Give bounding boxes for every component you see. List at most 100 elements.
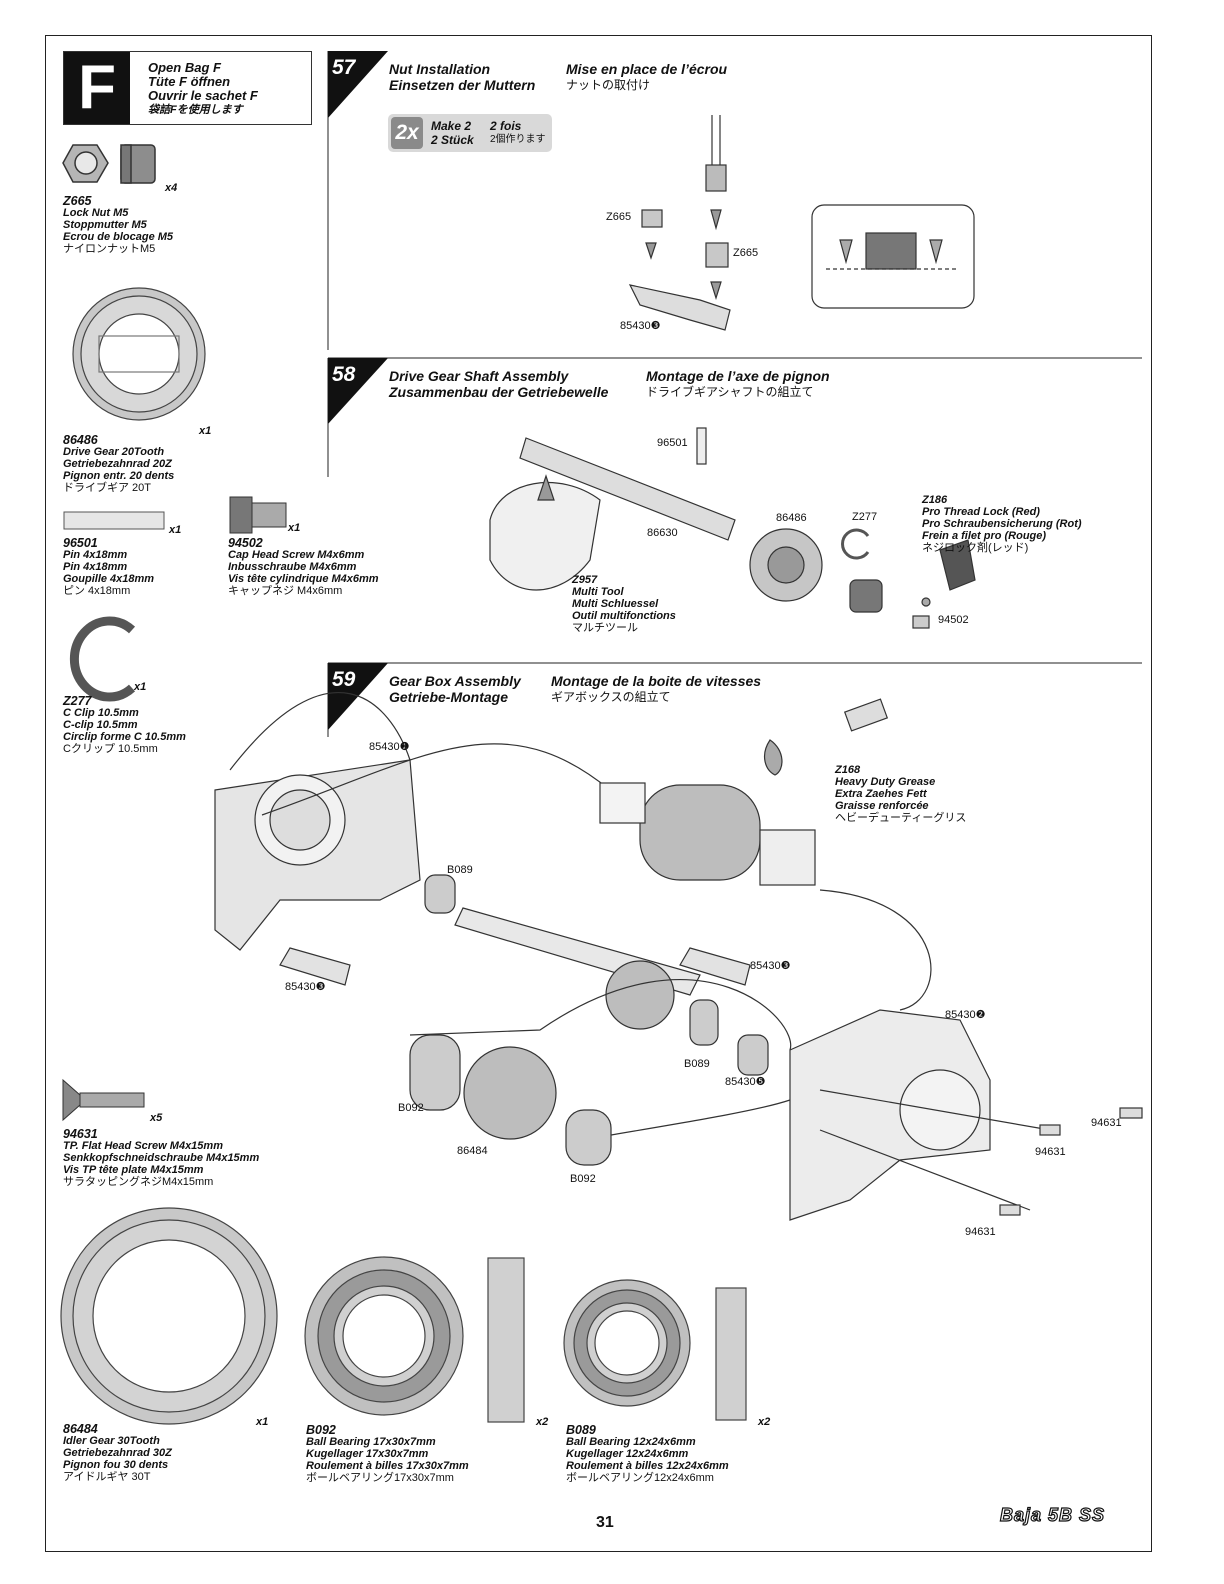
part-name-fr: Goupille 4x18mm xyxy=(63,573,155,585)
step-title-en: Gear Box Assembly xyxy=(389,673,521,689)
step-58-tab xyxy=(328,358,388,424)
callout-b092: B092 xyxy=(398,1102,424,1114)
grease-name-fr: Graisse renforcée xyxy=(835,800,929,812)
callout-94631: 94631 xyxy=(1091,1117,1122,1129)
part-qty: x1 xyxy=(256,1416,269,1428)
part-name-de: Inbusschraube M4x6mm xyxy=(228,561,357,573)
part-code: 96501 xyxy=(63,536,98,550)
lock-name-fr: Frein a filet pro (Rouge) xyxy=(922,530,1047,542)
thread-lock-z186: Z186 Pro Thread Lock (Red) Pro Schrauben… xyxy=(922,494,1082,554)
part-86484: 86484 Idler Gear 30Tooth Getriebezahnrad… xyxy=(63,1423,172,1483)
callout-85430-3: 85430❸ xyxy=(750,960,791,972)
callout-86484: 86484 xyxy=(457,1145,488,1157)
flat-head-screw-icon xyxy=(62,1078,145,1122)
part-qty: x2 xyxy=(758,1416,771,1428)
part-z277: Z277 C Clip 10.5mm C-clip 10.5mm Circlip… xyxy=(63,695,186,755)
part-code: 86486 xyxy=(63,433,98,447)
step-58-title: Drive Gear Shaft Assembly Zusammenbau de… xyxy=(389,368,608,400)
grease-code: Z168 xyxy=(835,764,861,776)
make-count-badge: 2x Make 2 2 Stück 2 fois 2個作ります xyxy=(388,114,552,152)
make-text-fr: 2 fois xyxy=(490,119,522,133)
part-name-fr: Vis TP tête plate M4x15mm xyxy=(63,1164,204,1176)
callout-z665: Z665 xyxy=(606,211,632,223)
part-name-jp: ドライブギア 20T xyxy=(63,482,152,494)
part-name-de: Stoppmutter M5 xyxy=(63,219,147,231)
cap-screw-icon xyxy=(229,496,287,534)
part-name-en: Idler Gear 30Tooth xyxy=(63,1435,160,1447)
part-name-fr: Vis tête cylindrique M4x6mm xyxy=(228,573,379,585)
bag-instructions: Open Bag F Tüte F öffnen Ouvrir le sache… xyxy=(148,61,258,117)
part-name-de: Getriebezahnrad 30Z xyxy=(63,1447,172,1459)
step-title-jp: ドライブギアシャフトの組立て xyxy=(646,385,814,399)
baja-logo: Baja 5B SS xyxy=(999,1504,1106,1525)
callout-z665: Z665 xyxy=(733,247,759,259)
part-name-fr: Pignon entr. 20 dents xyxy=(63,470,175,482)
callout-94631: 94631 xyxy=(965,1226,996,1238)
part-code: 94502 xyxy=(228,536,263,550)
part-name-fr: Roulement à billes 17x30x7mm xyxy=(306,1460,469,1472)
make-text-left: Make 2 2 Stück xyxy=(431,119,474,147)
part-b089: B089 Ball Bearing 12x24x6mm Kugellager 1… xyxy=(566,1424,729,1484)
part-name-de: C-clip 10.5mm xyxy=(63,719,138,731)
part-name-fr: Circlip forme C 10.5mm xyxy=(63,731,186,743)
make-text-right: 2 fois 2個作ります xyxy=(490,119,546,147)
callout-94631: 94631 xyxy=(1035,1146,1066,1158)
lock-name-jp: ネジロック剤(レッド) xyxy=(922,542,1029,554)
callout-b089: B089 xyxy=(447,864,473,876)
part-qty: x2 xyxy=(536,1416,549,1428)
part-qty: x1 xyxy=(199,425,212,437)
make-text-jp: 2個作ります xyxy=(490,134,546,145)
lock-name-de: Pro Schraubensicherung (Rot) xyxy=(922,518,1082,530)
step-58-drawing xyxy=(489,427,976,629)
part-96501: 96501 Pin 4x18mm Pin 4x18mm Goupille 4x1… xyxy=(63,537,154,597)
part-code: 94631 xyxy=(63,1127,98,1141)
tool-name-jp: マルチツール xyxy=(572,622,638,634)
bag-line-jp: 袋詰Fを使用します xyxy=(148,104,243,116)
lock-name-en: Pro Thread Lock (Red) xyxy=(922,506,1040,518)
callout-96501: 96501 xyxy=(657,437,688,449)
tool-code: Z957 xyxy=(572,574,598,586)
part-name-en: Ball Bearing 12x24x6mm xyxy=(566,1436,696,1448)
grease-z168: Z168 Heavy Duty Grease Extra Zaehes Fett… xyxy=(835,764,966,824)
part-name-de: Senkkopfschneidschraube M4x15mm xyxy=(63,1152,260,1164)
step-title-en: Drive Gear Shaft Assembly xyxy=(389,368,569,384)
part-name-en: Lock Nut M5 xyxy=(63,207,129,219)
step-57-title-alt: Mise en place de l’écrou ナットの取付け xyxy=(566,61,727,93)
make-text-de: 2 Stück xyxy=(431,133,474,147)
callout-85430-2: 85430❷ xyxy=(945,1009,986,1021)
lock-code: Z186 xyxy=(922,494,948,506)
part-name-jp: ピン 4x18mm xyxy=(63,585,131,597)
step-title-fr: Montage de l’axe de pignon xyxy=(646,368,830,384)
callout-b089: B089 xyxy=(684,1058,710,1070)
step-58-number: 58 xyxy=(332,363,356,386)
part-code: B092 xyxy=(306,1423,336,1437)
part-qty: x1 xyxy=(134,681,147,693)
step-title-jp: ギアボックスの組立て xyxy=(551,690,671,704)
c-clip-icon xyxy=(69,616,136,702)
part-name-jp: アイドルギヤ 30T xyxy=(63,1471,151,1483)
step-title-fr: Mise en place de l’écrou xyxy=(566,61,728,77)
part-name-jp: ナイロンナットM5 xyxy=(63,243,156,255)
step-title-fr: Montage de la boite de vitesses xyxy=(551,673,762,689)
bag-line-fr: Ouvrir le sachet F xyxy=(148,88,258,103)
part-qty: x5 xyxy=(150,1112,163,1124)
make-text-en: Make 2 xyxy=(431,119,472,133)
callout-z277: Z277 xyxy=(852,511,878,523)
part-qty: x1 xyxy=(169,524,182,536)
step-title-en: Nut Installation xyxy=(389,61,491,77)
part-name-de: Kugellager 17x30x7mm xyxy=(306,1448,429,1460)
step-59-number: 59 xyxy=(332,668,356,691)
tool-name-en: Multi Tool xyxy=(572,586,624,598)
part-name-fr: Roulement à billes 12x24x6mm xyxy=(566,1460,729,1472)
step-title-de: Zusammenbau der Getriebewelle xyxy=(389,384,609,400)
step-title-jp: ナットの取付け xyxy=(566,78,651,92)
part-86486: 86486 Drive Gear 20Tooth Getriebezahnrad… xyxy=(63,434,174,494)
tool-name-de: Multi Schluessel xyxy=(572,598,659,610)
part-name-fr: Pignon fou 30 dents xyxy=(63,1459,169,1471)
part-qty: x1 xyxy=(288,522,301,534)
step-59-title: Gear Box Assembly Getriebe-Montage xyxy=(389,673,521,705)
part-name-de: Pin 4x18mm xyxy=(63,561,128,573)
part-name-jp: ボールベアリング17x30x7mm xyxy=(306,1472,454,1484)
step-58-title-alt: Montage de l’axe de pignon ドライブギアシャフトの組立… xyxy=(646,368,830,400)
grease-name-jp: ヘビーデューティーグリス xyxy=(835,812,967,824)
